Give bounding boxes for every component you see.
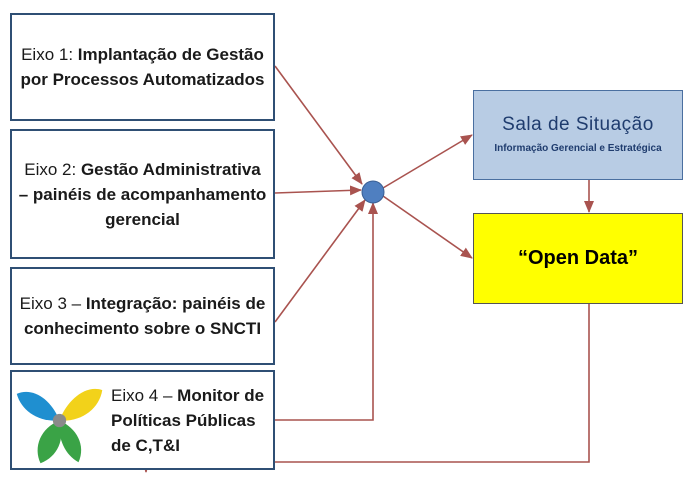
- sala-de-situacao-subtitle: Informação Gerencial e Estratégica: [494, 143, 662, 154]
- hub-node: [361, 180, 385, 204]
- arrow-eixo2-to-hub: [274, 185, 362, 196]
- arrow-eixo4-to-hub: [275, 202, 378, 421]
- open-data-box: “Open Data”: [473, 213, 683, 304]
- open-data-title: “Open Data”: [517, 247, 639, 269]
- eixo-2-box: Eixo 2: Gestão Administrativa – painéis …: [10, 129, 275, 259]
- eixo-4-title: Monitor de Políticas Públicas de C,T&I: [111, 385, 265, 455]
- eixo-2-prefix: Eixo 2:: [24, 159, 81, 179]
- arrow-eixo3-to-hub: [274, 199, 366, 323]
- eixo-3-title: Integração: painéis de conhecimento sobr…: [23, 294, 266, 338]
- eixo-1-box: Eixo 1: Implantação de Gestão por Proces…: [10, 13, 275, 121]
- eixo-1-title: Implantação de Gestão por Processos Auto…: [20, 45, 265, 89]
- eixo-1-prefix: Eixo 1:: [21, 45, 78, 64]
- eixo-2-title: Gestão Administrativa – painéis de acomp…: [18, 159, 267, 229]
- eixo-2-label: Eixo 2: Gestão Administrativa – painéis …: [12, 157, 273, 232]
- eixo-3-label: Eixo 3 – Integração: painéis de conhecim…: [12, 291, 273, 341]
- eixo-4-box: Eixo 4 – Monitor de Políticas Públicas d…: [10, 370, 275, 470]
- eixo-4-prefix: Eixo 4 –: [111, 385, 178, 405]
- arrow-hub-to-open-data: [382, 195, 473, 259]
- sala-de-situacao-box: Sala de Situação Informação Gerencial e …: [473, 90, 683, 180]
- sala-de-situacao-title: Sala de Situação: [502, 114, 654, 135]
- pinwheel-logo-icon: [16, 388, 103, 463]
- eixo-3-box: Eixo 3 – Integração: painéis de conhecim…: [10, 267, 275, 365]
- arrow-eixo1-to-hub: [274, 65, 363, 185]
- eixo-4-label: Eixo 4 – Monitor de Políticas Públicas d…: [107, 383, 273, 458]
- eixo-3-prefix: Eixo 3 –: [19, 294, 86, 313]
- arrow-hub-to-sala: [382, 134, 473, 189]
- eixo-1-label: Eixo 1: Implantação de Gestão por Proces…: [12, 42, 273, 92]
